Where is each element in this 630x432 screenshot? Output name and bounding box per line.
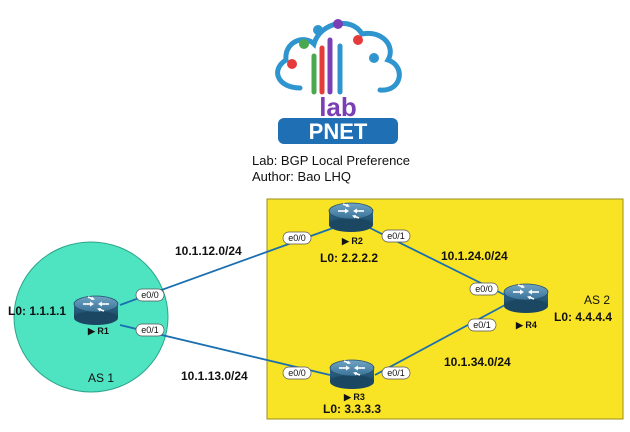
router-r3-name: ▶ R3 bbox=[343, 392, 365, 402]
iface-r4-e0-1[interactable]: e0/1 bbox=[467, 318, 497, 332]
logo-word-pnet: PNET bbox=[309, 119, 368, 144]
svg-text:e0/0: e0/0 bbox=[288, 368, 306, 378]
link-label-r3-r4: 10.1.34.0/24 bbox=[444, 355, 511, 369]
iface-r1-e0-0[interactable]: e0/0 bbox=[135, 288, 165, 302]
iface-r3-e0-1[interactable]: e0/1 bbox=[381, 366, 411, 380]
router-r4-loopback: L0: 4.4.4.4 bbox=[554, 310, 612, 324]
link-label-r1-r2: 10.1.12.0/24 bbox=[175, 244, 242, 258]
iface-r3-e0-0[interactable]: e0/0 bbox=[282, 366, 312, 380]
lab-author: Author: Bao LHQ bbox=[252, 169, 351, 184]
link-label-r1-r3: 10.1.13.0/24 bbox=[181, 369, 248, 383]
link-r3-r4[interactable] bbox=[374, 304, 506, 376]
as1-label: AS 1 bbox=[88, 371, 114, 385]
router-r1-name: ▶ R1 bbox=[87, 326, 109, 336]
router-r1[interactable] bbox=[73, 295, 119, 326]
iface-r4-e0-0[interactable]: e0/0 bbox=[469, 282, 499, 296]
logo-word-lab: lab bbox=[319, 92, 357, 122]
router-r4[interactable] bbox=[503, 283, 549, 314]
svg-text:e0/0: e0/0 bbox=[475, 284, 493, 294]
svg-text:e0/1: e0/1 bbox=[473, 320, 491, 330]
svg-text:e0/0: e0/0 bbox=[288, 233, 306, 243]
svg-text:e0/1: e0/1 bbox=[387, 231, 405, 241]
iface-r2-e0-1[interactable]: e0/1 bbox=[381, 229, 411, 243]
router-r3-loopback: L0: 3.3.3.3 bbox=[323, 402, 381, 416]
svg-text:e0/1: e0/1 bbox=[141, 325, 159, 335]
svg-text:e0/1: e0/1 bbox=[387, 368, 405, 378]
svg-text:e0/0: e0/0 bbox=[141, 290, 159, 300]
router-r2-loopback: L0: 2.2.2.2 bbox=[320, 251, 378, 265]
router-r2[interactable] bbox=[328, 202, 374, 233]
lab-title: Lab: BGP Local Preference bbox=[252, 153, 410, 168]
link-label-r2-r4: 10.1.24.0/24 bbox=[441, 249, 508, 263]
iface-r1-e0-1[interactable]: e0/1 bbox=[135, 323, 165, 337]
as2-zone bbox=[266, 198, 624, 420]
router-r3[interactable] bbox=[329, 359, 375, 390]
pnet-lab-logo: lab PNET bbox=[275, 19, 402, 144]
router-r1-loopback: L0: 1.1.1.1 bbox=[8, 304, 66, 318]
router-r4-name: ▶ R4 bbox=[515, 320, 537, 330]
iface-r2-e0-0[interactable]: e0/0 bbox=[282, 231, 312, 245]
router-r2-name: ▶ R2 bbox=[341, 236, 363, 246]
as2-label: AS 2 bbox=[584, 293, 610, 307]
